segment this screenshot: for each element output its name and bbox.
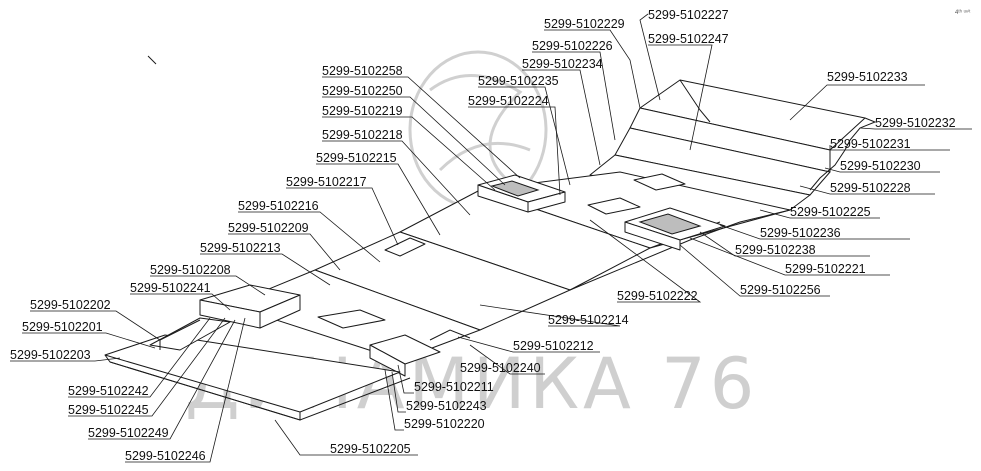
part-label: 5299-5102203 [10,348,91,362]
part-label: 5299-5102211 [414,380,494,394]
part-label: 5299-5102250 [322,84,403,98]
part-label: 5299-5102216 [238,199,319,213]
part-label: 5299-5102227 [648,8,729,22]
part-label: 5299-5102233 [827,70,908,84]
part-label: 5299-5102220 [404,417,485,431]
part-label: 5299-5102231 [830,137,911,151]
front-low-floor [104,334,401,413]
part-label: 5299-5102242 [68,384,149,398]
part-label: 5299-5102221 [785,262,866,276]
part-label: 5299-5102228 [830,181,911,195]
part-label: 5299-5102249 [88,426,169,440]
part-label: 5299-5102208 [150,263,231,277]
part-label: 5299-5102232 [875,116,956,130]
part-label: 5299-5102240 [460,361,541,375]
part-label: 5299-5102219 [322,104,403,118]
part-label: 5299-5102201 [22,320,103,334]
stray-mark [147,55,157,65]
corner-note: 4ᵗʰ ᵘⁿⁱᵗ [955,8,971,16]
part-label: 5299-5102238 [735,243,816,257]
part-label: 5299-5102256 [740,283,821,297]
part-label: 5299-5102241 [130,281,211,295]
floor-assembly [104,79,877,421]
leader-lines [10,13,972,463]
part-label: 5299-5102212 [513,339,594,353]
part-label: 5299-5102214 [548,313,629,327]
part-label: 5299-5102205 [330,442,411,456]
part-label: 5299-5102235 [478,74,559,88]
part-label: 5299-5102209 [228,221,309,235]
part-label: 5299-5102236 [760,226,841,240]
part-label: 5299-5102234 [522,57,603,71]
part-label: 5299-5102247 [648,32,729,46]
part-labels: 5299-5102229 5299-5102227 5299-5102226 5… [10,8,956,463]
part-label: 5299-5102230 [840,159,921,173]
part-label: 5299-5102246 [125,449,206,463]
part-label: 5299-5102229 [544,17,625,31]
part-label: 5299-5102202 [30,298,111,312]
part-label: 5299-5102217 [286,175,367,189]
part-label: 5299-5102218 [322,128,403,142]
part-label: 5299-5102224 [468,94,549,108]
part-label: 5299-5102215 [316,151,397,165]
part-label: 5299-5102213 [200,241,281,255]
part-label: 5299-5102258 [322,64,403,78]
part-label: 5299-5102245 [68,403,149,417]
part-label: 5299-5102222 [617,289,698,303]
part-label: 5299-5102225 [790,205,871,219]
part-label: 5299-5102226 [532,39,613,53]
part-label: 5299-5102243 [406,399,487,413]
